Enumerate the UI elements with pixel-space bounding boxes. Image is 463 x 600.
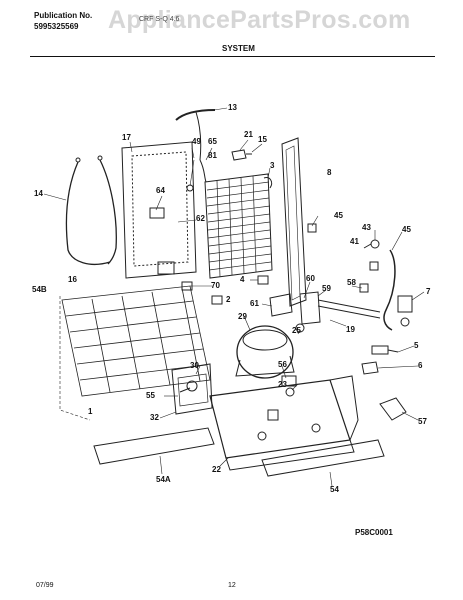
part-label-4: 4 <box>240 275 245 284</box>
valve-6 <box>361 361 379 375</box>
part-label-65: 65 <box>208 137 217 146</box>
part-label-15: 15 <box>258 135 267 144</box>
part-label-56: 56 <box>278 360 287 369</box>
evaporator-coil <box>186 159 273 279</box>
part-label-25: 25 <box>292 326 301 335</box>
tubing-7 <box>383 249 413 331</box>
part-label-29: 29 <box>238 312 247 321</box>
evaporator-cover-17 <box>121 141 197 279</box>
date-code: 07/99 <box>36 582 54 589</box>
drier-43 <box>307 223 380 293</box>
part-label-23: 23 <box>278 380 287 389</box>
part-label-54b: 54B <box>32 285 47 294</box>
part-label-19: 19 <box>346 325 355 334</box>
bracket-61 <box>269 291 381 325</box>
section-title: SYSTEM <box>222 44 255 53</box>
part-label-61: 61 <box>250 299 259 308</box>
part-label-64: 64 <box>156 186 165 195</box>
compressor <box>235 323 305 421</box>
thermostat-21 <box>231 149 252 161</box>
capillary-tube-13 <box>175 109 216 161</box>
part-label-22: 22 <box>212 465 221 474</box>
part-label-30: 30 <box>190 361 199 370</box>
drawing-code: P58C0001 <box>355 528 393 537</box>
part-label-70: 70 <box>211 281 220 290</box>
part-label-5: 5 <box>414 341 419 350</box>
part-label-2: 2 <box>226 295 231 304</box>
part-label-43: 43 <box>362 223 371 232</box>
rail-54a <box>93 427 215 465</box>
watermark: AppliancePartsPros.com <box>108 6 411 34</box>
part-label-55: 55 <box>146 391 155 400</box>
part-label-8: 8 <box>327 168 332 177</box>
cap-57 <box>379 397 407 421</box>
part-label-7: 7 <box>426 287 431 296</box>
part-label-6: 6 <box>418 361 423 370</box>
heater-loop-14 <box>65 155 117 265</box>
publication-label: Publication No. <box>34 11 93 20</box>
part-label-59: 59 <box>322 284 331 293</box>
part-label-3: 3 <box>270 161 275 170</box>
model-code: CRF S-Q 4.6 <box>139 16 180 23</box>
part-label-41: 41 <box>350 237 359 246</box>
part-label-45-upper: 45 <box>334 211 343 220</box>
valve-5 <box>371 345 399 355</box>
part-label-49: 49 <box>192 137 201 146</box>
title-rule <box>30 56 435 57</box>
rail-54 <box>261 439 385 477</box>
part-label-17: 17 <box>122 133 131 142</box>
part-label-16: 16 <box>68 275 77 284</box>
part-label-57: 57 <box>418 417 427 426</box>
part-label-60: 60 <box>306 274 315 283</box>
channel-8 <box>281 137 307 307</box>
page-number: 12 <box>228 582 236 589</box>
part-label-81: 81 <box>208 151 217 160</box>
leader-lines <box>43 107 425 487</box>
part-label-54: 54 <box>330 485 339 494</box>
part-label-32: 32 <box>150 413 159 422</box>
clip-3 <box>263 177 273 189</box>
condenser-grill-54b <box>61 285 211 397</box>
clip-4 <box>257 275 269 285</box>
base-pan <box>209 375 359 471</box>
publication-number: 5995325569 <box>34 22 79 31</box>
part-label-58: 58 <box>347 278 356 287</box>
part-label-13: 13 <box>228 103 237 112</box>
part-label-54a: 54A <box>156 475 171 484</box>
part-label-14: 14 <box>34 189 43 198</box>
cabinet-outline <box>59 296 91 421</box>
part-label-62: 62 <box>196 214 205 223</box>
part-label-1: 1 <box>88 407 93 416</box>
part-label-21: 21 <box>244 130 253 139</box>
part-label-45-right: 45 <box>402 225 411 234</box>
relay-box-30 <box>171 363 213 415</box>
